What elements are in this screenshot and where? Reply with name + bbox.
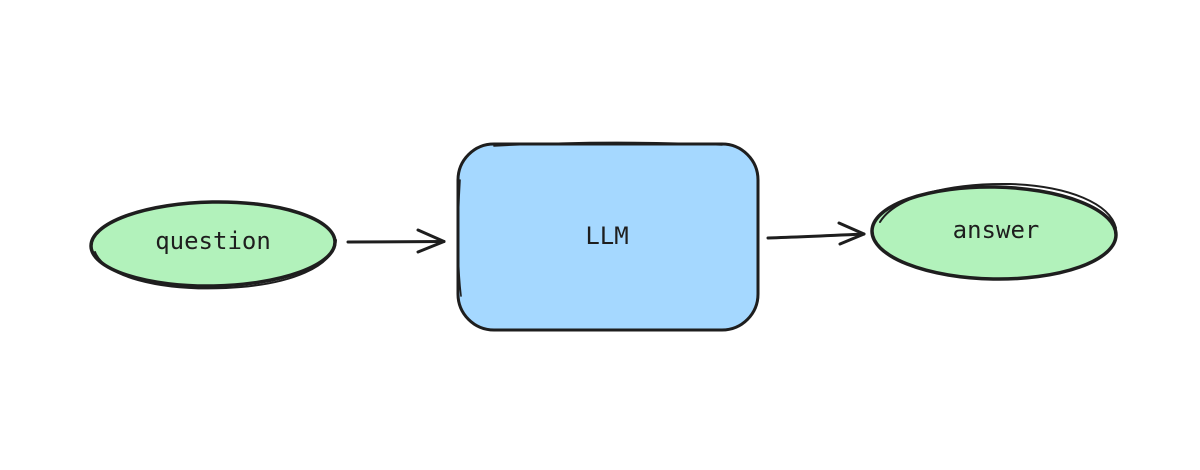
edge-llm-to-answer: [766, 221, 866, 246]
node-answer-shape: [872, 186, 1116, 280]
node-answer: answer: [870, 182, 1118, 281]
node-answer-label: answer: [953, 216, 1040, 244]
node-llm: LLM: [456, 141, 760, 332]
node-llm-label: LLM: [585, 222, 628, 250]
node-question-label: question: [155, 227, 271, 255]
arrowhead-icon: [416, 228, 446, 254]
arrowhead-icon: [837, 221, 866, 246]
edge-llm-to-answer-line: [766, 232, 866, 240]
node-question: question: [89, 200, 337, 290]
node-llm-shape: [458, 144, 758, 330]
node-question-shape: [91, 201, 335, 287]
node-answer-outline: [870, 185, 1118, 281]
edge-question-to-llm: [346, 228, 446, 254]
node-llm-outline-sketch: [457, 141, 723, 297]
node-answer-outline-sketch: [879, 182, 1117, 229]
node-question-outline-sketch: [94, 239, 337, 290]
edge-question-to-llm-line: [346, 240, 446, 244]
